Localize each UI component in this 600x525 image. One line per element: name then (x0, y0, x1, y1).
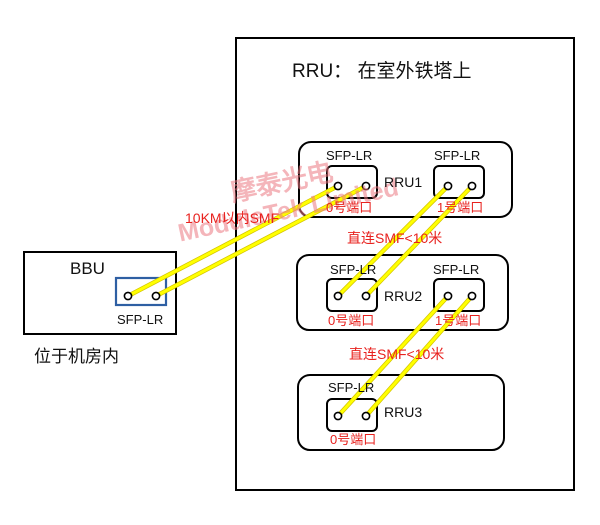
fiber-rru2-rru3-a (336, 294, 450, 418)
fiber-cables (125, 183, 475, 419)
rru2-name: RRU2 (384, 288, 423, 304)
rru-site-title: RRU： 在室外铁塔上 (292, 61, 472, 82)
link-bbu-rru1-label: 10KM以内SMF (185, 210, 280, 226)
rru1-sfp-port0 (326, 165, 378, 199)
rru2-sfp-label-1: SFP-LR (433, 262, 480, 277)
rru3-port0-label: 0号端口 (330, 432, 377, 447)
rru1-box (298, 141, 513, 218)
bbu-sfp-label: SFP-LR (117, 312, 164, 327)
fiber-rru1-rru2-a (336, 184, 450, 298)
bbu-location: 位于机房内 (34, 347, 119, 366)
link-rru1-rru2-label: 直连SMF<10米 (347, 230, 443, 246)
fiber-bbu-rru1-a (126, 184, 340, 298)
rru1-name: RRU1 (384, 174, 423, 190)
bbu-label: BBU (70, 259, 105, 278)
bbu-frame (23, 251, 177, 335)
fiber-rru2-rru3-b (364, 294, 474, 418)
rru1-sfp-label-0: SFP-LR (326, 148, 373, 163)
connector-ferrules (123, 181, 477, 421)
rru1-port1-label: 1号端口 (437, 200, 484, 215)
rru2-port1-label: 1号端口 (435, 313, 482, 328)
rru1-port0-label: 0号端口 (326, 200, 373, 215)
rru1-sfp-label-1: SFP-LR (434, 148, 481, 163)
fiber-rru1-rru2-b (364, 184, 474, 298)
link-rru2-rru3-label: 直连SMF<10米 (349, 346, 445, 362)
rru2-port0-label: 0号端口 (328, 313, 375, 328)
rru3-name: RRU3 (384, 404, 423, 420)
fiber-bbu-rru1-b (154, 184, 368, 298)
rru2-sfp-label-0: SFP-LR (330, 262, 377, 277)
rru3-sfp-label-0: SFP-LR (328, 380, 375, 395)
rru-site-frame (235, 37, 575, 491)
